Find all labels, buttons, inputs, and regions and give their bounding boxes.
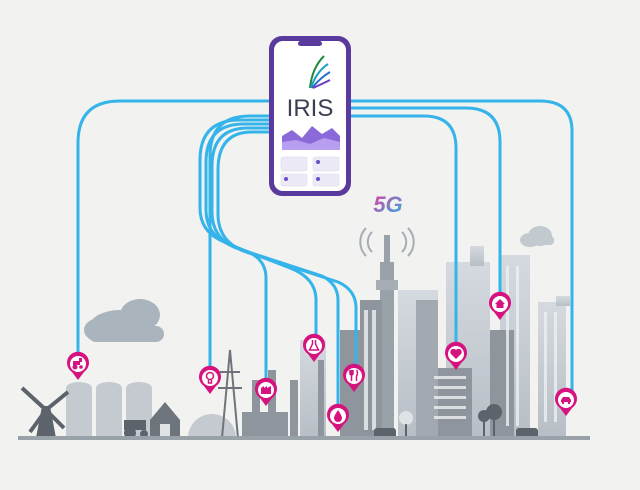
pin-health[interactable] [445, 341, 467, 370]
phone-area-chart [282, 126, 340, 150]
phone-card-dots [284, 160, 320, 181]
cloud-right [520, 226, 554, 247]
pin-lightbulb[interactable] [199, 365, 221, 394]
phone-cards [280, 156, 340, 187]
pin-water-drop[interactable] [327, 403, 349, 432]
home-icon [495, 299, 505, 308]
connector-lines [76, 99, 574, 407]
pin-restaurant[interactable] [343, 363, 365, 392]
pin-home[interactable] [489, 291, 511, 320]
pin-tractor[interactable] [67, 351, 89, 380]
flask-icon [308, 340, 320, 351]
farm-silos [66, 382, 152, 438]
app-logo-text: IRIS [287, 95, 334, 122]
windmill [20, 386, 70, 438]
cloud-left [84, 299, 164, 342]
street-details [374, 404, 538, 438]
smartphone [269, 36, 351, 196]
lightbulb-icon [205, 371, 215, 384]
iris-leaf-logo-icon [309, 55, 331, 89]
water-drop-icon [334, 410, 342, 422]
pin-lab-flask[interactable] [303, 333, 325, 362]
ground [18, 436, 590, 440]
5g-badge-text: 5G [373, 192, 402, 217]
barn [150, 402, 180, 438]
fork-knife-icon [349, 369, 359, 381]
antenna-tower [359, 227, 415, 438]
tractor-icon [72, 358, 83, 370]
pin-factory[interactable] [255, 377, 277, 406]
pin-car[interactable] [555, 387, 577, 416]
power-pylon [218, 349, 242, 439]
dome-tank [188, 414, 236, 438]
car-icon [561, 397, 571, 405]
building-windows [364, 266, 557, 430]
factory-icon [261, 386, 271, 394]
5g-badge: 5G [373, 192, 402, 217]
heartbeat-icon [450, 348, 462, 359]
